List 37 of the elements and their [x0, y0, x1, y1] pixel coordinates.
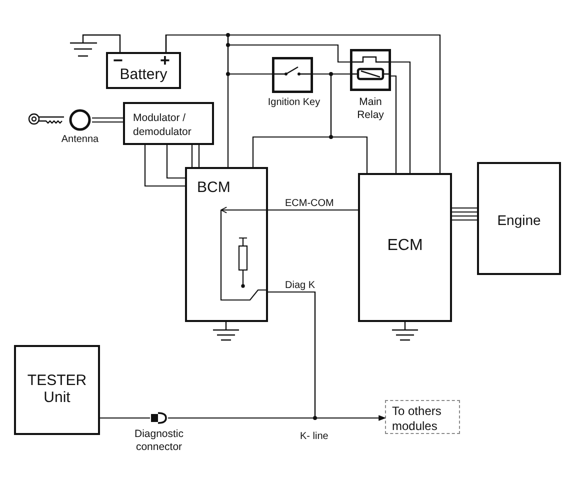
edge-label: ECM-COM	[283, 198, 336, 209]
wire	[220, 206, 358, 214]
node-label: ECM	[386, 237, 424, 256]
modulator-box	[123, 102, 214, 145]
wire	[166, 145, 185, 179]
wire	[100, 417, 150, 419]
tester-box	[14, 345, 100, 435]
node-label: Ignition Key	[266, 97, 322, 108]
wire	[391, 61, 411, 173]
module-box	[385, 400, 460, 434]
node-label: TESTER Unit	[26, 373, 88, 406]
bcm-box	[185, 167, 268, 322]
wire	[452, 207, 477, 209]
wire	[391, 75, 397, 173]
wire	[452, 211, 477, 213]
battery-box	[106, 52, 181, 89]
node-label: BCM	[197, 179, 230, 196]
node-label: Antenna	[60, 134, 100, 146]
wire	[198, 145, 200, 167]
engine-box	[477, 162, 561, 275]
wire	[92, 121, 123, 123]
edge-label: K- line	[298, 431, 330, 442]
wire	[191, 145, 193, 167]
wire	[452, 215, 477, 217]
wire	[168, 415, 386, 421]
node-label: Engine	[496, 212, 542, 228]
edge-label: Diag K	[283, 280, 318, 291]
wire	[165, 34, 272, 75]
wire	[92, 117, 123, 119]
wire	[313, 73, 368, 173]
node-label: To others modules	[392, 404, 442, 434]
node-label: Diagnostic connector	[133, 428, 185, 454]
wire	[452, 219, 477, 221]
node-label: Main Relay	[356, 96, 385, 122]
wire	[144, 145, 185, 187]
ecm-box	[358, 173, 452, 322]
node-label: Modulator / demodulator	[133, 112, 192, 140]
